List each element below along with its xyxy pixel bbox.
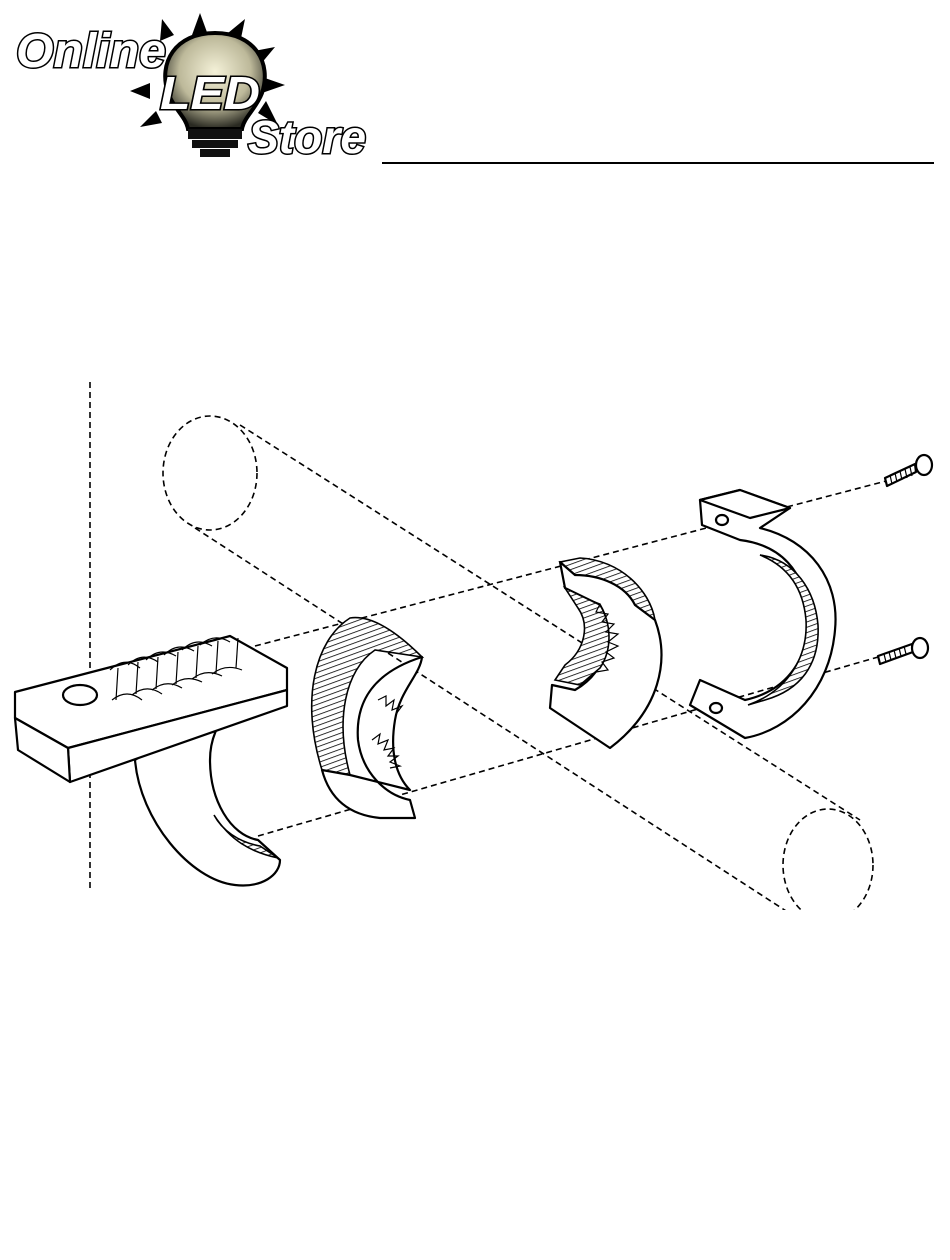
header-rule: [382, 162, 934, 164]
cap-screw-top: [885, 455, 932, 486]
rubber-insert-left: [312, 618, 422, 818]
cap-screw-bottom: [878, 638, 928, 664]
logo-word-store: Store: [248, 111, 366, 163]
rubber-insert-right: [550, 558, 661, 748]
exploded-clamp-diagram: [0, 370, 950, 910]
mounting-bracket: [15, 636, 287, 885]
logo-word-online: Online: [16, 25, 166, 78]
clamp-cap: [690, 490, 836, 738]
online-led-store-logo: Online LED Store: [10, 5, 380, 165]
logo-word-led: LED: [160, 67, 260, 119]
